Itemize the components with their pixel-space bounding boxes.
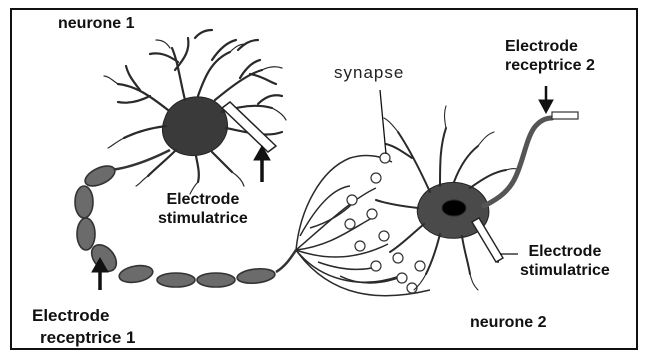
receptor-electrode-2 [552, 112, 578, 119]
label-electrode-stimulatrice-1-line2: stimulatrice [158, 209, 248, 228]
label-electrode-receptrice-1-line2: receptrice 1 [32, 327, 135, 349]
label-electrode-receptrice-2-line2: receptrice 2 [505, 56, 595, 75]
label-neurone-2: neurone 2 [470, 313, 546, 332]
neuron-1-soma [162, 97, 227, 156]
label-synapse: synapse [334, 63, 404, 83]
label-electrode-receptrice-1-line1: Electrode [32, 305, 135, 327]
label-electrode-stimulatrice-2: Electrode stimulatrice [520, 242, 610, 280]
label-neurone-1: neurone 1 [58, 14, 134, 33]
label-electrode-stimulatrice-2-line1: Electrode [520, 242, 610, 261]
neuron-1 [104, 30, 286, 194]
label-electrode-stimulatrice-1-line1: Electrode [158, 190, 248, 209]
neuron-2-axon [484, 118, 552, 206]
label-electrode-receptrice-1: Electrode receptrice 1 [32, 305, 135, 349]
neuron-1-electrode [222, 102, 276, 152]
label-electrode-receptrice-2: Electrode receptrice 2 [505, 37, 595, 75]
axon-terminals [296, 155, 430, 295]
synapse-knobs [345, 153, 425, 293]
label-electrode-stimulatrice-2-line2: stimulatrice [520, 261, 610, 280]
neuron-2-nucleus [442, 200, 466, 216]
pointer-arrows [92, 86, 553, 290]
neuron-2-electrode [472, 218, 503, 262]
label-electrode-stimulatrice-1: Electrode stimulatrice [158, 190, 248, 228]
label-electrode-receptrice-2-line1: Electrode [505, 37, 595, 56]
